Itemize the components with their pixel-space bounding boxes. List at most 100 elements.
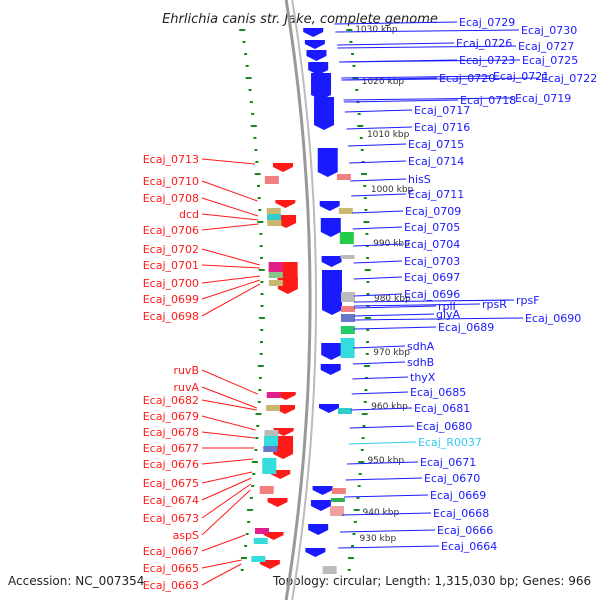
right-connector [353,276,403,280]
tick-rings [239,29,371,571]
left-connector [201,477,252,501]
right-connector [347,461,419,465]
feature-box [268,262,283,272]
right-gene-label: Ecaj_0711 [408,188,464,201]
accession-text: Accession: NC_007354 [8,574,144,588]
feature-box [330,506,345,516]
right-connector [353,260,403,264]
feature-box [266,208,281,214]
forward-gene-arrow [321,343,342,360]
genome-summary-text: Topology: circular; Length: 1,315,030 bp… [272,574,591,588]
right-connector [350,407,413,411]
left-gene-label: Ecaj_0675 [143,477,199,490]
left-connector [201,415,256,431]
reverse-gene-arrow [259,560,280,569]
kbp-label: 1020 kbp [362,77,405,87]
left-gene-label: Ecaj_0674 [143,494,199,507]
right-gene-label: Ecaj_0668 [433,507,489,520]
feature-box [340,255,355,259]
right-connector [341,75,492,79]
left-gene-label: Ecaj_0663 [143,579,199,592]
right-gene-label: Ecaj_0726 [456,37,512,50]
right-connector [341,77,540,81]
reverse-gene-arrow [275,392,296,400]
right-connector [348,441,417,445]
left-connector [201,283,261,317]
left-gene-label: Ecaj_0678 [143,426,199,439]
right-gene-label: rplI [438,300,456,313]
right-gene-label: sdhA [407,340,435,353]
right-gene-label: Ecaj_0705 [404,221,460,234]
right-connector [352,376,409,380]
right-gene-label: Ecaj_0709 [405,205,461,218]
right-gene-label: rpsR [482,298,507,311]
right-connector [337,42,455,46]
kbp-label: 1010 kbp [367,130,410,140]
right-gene-label: Ecaj_0727 [518,40,574,53]
feature-box [268,272,283,278]
feature-box [264,436,279,446]
right-connector [340,529,436,533]
right-connector [352,210,404,214]
left-connector [201,483,252,519]
right-gene-label: Ecaj_0720 [439,72,495,85]
left-gene-label: Ecaj_0682 [143,394,199,407]
left-gene-label: Ecaj_0701 [143,259,199,272]
right-gene-label: Ecaj_0690 [525,312,581,325]
feature-box [263,446,278,452]
forward-gene-arrow [312,486,333,495]
right-connector [335,29,520,33]
forward-gene-arrow [321,270,342,315]
left-gene-label: Ecaj_0710 [143,175,199,188]
left-connector [201,275,260,284]
right-gene-label: Ecaj_0718 [460,94,516,107]
left-gene-label: Ecaj_0699 [143,293,199,306]
feature-box [337,408,352,414]
feature-box [340,326,355,334]
right-gene-label: Ecaj_0715 [408,138,464,151]
reverse-gene-arrow [275,200,296,208]
forward-gene-arrow [303,28,324,37]
left-connector [201,158,256,165]
left-connector [201,197,259,217]
right-gene-label: Ecaj_0696 [404,288,460,301]
right-gene-label: Ecaj_0669 [430,489,486,502]
left-connector [201,279,261,300]
left-gene-label: aspS [173,529,199,542]
reverse-gene-arrow [267,498,288,507]
kbp-label: 1000 kbp [371,185,414,195]
right-gene-label: Ecaj_0716 [414,121,470,134]
right-connector [337,45,517,49]
right-gene-label: Ecaj_0721 [493,70,549,83]
feature-box [264,430,279,436]
right-connector [353,345,406,349]
feature-box [338,208,353,214]
reverse-gene-arrow [273,428,294,436]
right-gene-label: Ecaj_0704 [404,238,460,251]
kbp-label: 950 kbp [367,456,404,466]
forward-gene-arrow [321,256,342,267]
forward-gene-arrow [304,40,325,49]
right-connector [349,425,415,429]
right-connector [352,226,403,230]
left-gene-label: Ecaj_0706 [143,224,199,237]
right-connector [352,361,406,365]
feature-box [255,528,270,534]
right-connector [343,97,514,101]
reverse-gene-arrow [273,436,294,459]
right-connector [343,99,459,103]
right-gene-label: Ecaj_0722 [541,72,597,85]
feature-box [267,220,282,226]
kbp-label: 940 kbp [363,508,400,518]
left-gene-label: Ecaj_0700 [143,277,199,290]
left-connector [201,264,260,269]
right-connector [351,391,409,395]
left-gene-label: Ecaj_0677 [143,442,199,455]
right-connector [351,193,407,197]
forward-gene-arrow [306,50,327,61]
left-connector [201,559,242,569]
right-label-connectors [334,21,540,549]
left-gene-label: Ecaj_0665 [143,562,199,575]
feature-box [259,486,274,494]
